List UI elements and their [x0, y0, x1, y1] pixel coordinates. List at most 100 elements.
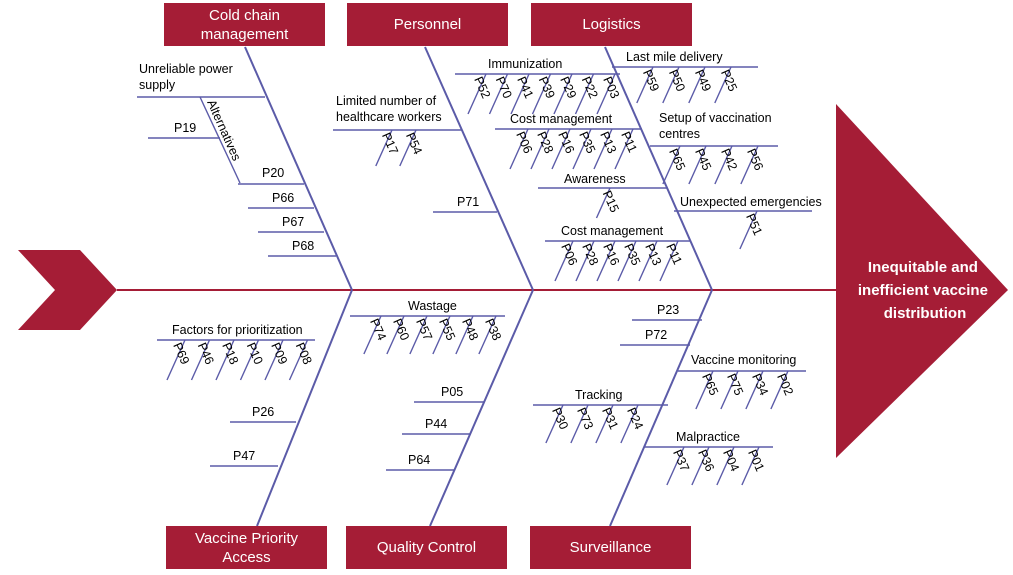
code-tick [545, 404, 564, 444]
code-p26: P26 [252, 405, 274, 419]
code-tick [574, 73, 595, 115]
label-setup-centres: Setup of vaccination centres [659, 111, 775, 141]
code-p20: P20 [262, 166, 284, 180]
code-label: P08 [293, 341, 315, 367]
category-logistics-label: Logistics [582, 16, 641, 33]
code-label: P10 [244, 341, 266, 367]
category-logistics: Logistics [531, 3, 692, 46]
code-label: P35 [621, 242, 643, 268]
group-awareness-codes: P15 [595, 187, 622, 219]
category-surveillance-label: Surveillance [569, 539, 652, 556]
tail-chevron [18, 250, 117, 330]
code-tick [688, 145, 707, 185]
code-tick [570, 404, 589, 444]
code-label: P18 [219, 341, 241, 367]
label-wastage: Wastage [408, 299, 457, 313]
code-label: P28 [534, 130, 556, 156]
label-factors-prioritization: Factors for prioritization [172, 323, 303, 337]
code-label: P11 [663, 242, 684, 267]
code-p19: P19 [174, 121, 196, 135]
code-tick [714, 145, 733, 185]
label-limited-workers: Limited number of healthcare workers [336, 94, 442, 124]
code-p44: P44 [425, 417, 447, 431]
code-tick [531, 73, 552, 115]
category-cold-chain-line-2: management [200, 25, 289, 43]
code-tick [720, 370, 739, 410]
category-vaccine-priority-line-2: Access [222, 548, 271, 566]
category-personnel: Personnel [347, 3, 508, 46]
code-label: P35 [576, 130, 598, 156]
code-label: P41 [514, 75, 536, 101]
code-tick [553, 73, 573, 115]
effect-head [836, 104, 1008, 458]
code-tick [530, 128, 550, 170]
label-malpractice: Malpractice [676, 430, 740, 444]
code-tick [239, 339, 260, 381]
label-unexpected-emergencies: Unexpected emergencies [680, 195, 822, 209]
code-tick [638, 240, 658, 282]
code-tick [432, 315, 451, 355]
bone-surveillance [609, 289, 713, 527]
code-tick [596, 240, 616, 282]
code-label: P11 [618, 130, 639, 155]
code-p64: P64 [408, 453, 430, 467]
label-cost-management-1: Cost management [510, 112, 613, 126]
code-tick [572, 128, 592, 170]
code-p72: P72 [645, 328, 667, 342]
code-label: P39 [536, 75, 558, 101]
code-tick [166, 339, 186, 381]
code-p23: P23 [657, 303, 679, 317]
code-tick [745, 370, 764, 410]
code-tick [593, 128, 613, 170]
bone-quality-control [429, 289, 534, 527]
code-p71: P71 [457, 195, 479, 209]
code-label: P28 [579, 242, 601, 268]
code-tick [190, 339, 211, 381]
code-label: P16 [600, 242, 622, 268]
label-cost-management-2: Cost management [561, 224, 664, 238]
code-label: P70 [493, 75, 515, 101]
effect-label: Inequitable and inefficient vaccine dist… [858, 259, 992, 322]
code-label: P29 [557, 75, 579, 101]
category-quality-control-label: Quality Control [376, 539, 477, 556]
code-tick [620, 404, 639, 444]
code-tick [399, 129, 417, 167]
code-tick [662, 145, 681, 185]
code-label: P15 [600, 189, 622, 215]
code-tick [386, 315, 405, 355]
code-label: P52 [471, 75, 493, 101]
category-vaccine-priority-line-1: Vaccine Priority [194, 529, 299, 547]
code-tick [714, 66, 732, 104]
label-last-mile: Last mile delivery [626, 50, 723, 64]
code-tick [716, 446, 735, 486]
code-p47: P47 [233, 449, 255, 463]
code-label: P06 [558, 242, 580, 268]
code-tick [288, 339, 309, 381]
code-tick [695, 370, 714, 410]
code-tick [666, 446, 685, 486]
code-label: P13 [642, 242, 664, 268]
code-tick [617, 240, 637, 282]
label-tracking: Tracking [575, 388, 623, 402]
code-tick [741, 446, 760, 486]
label-immunization: Immunization [488, 57, 562, 71]
label-vaccine-monitoring: Vaccine monitoring [691, 353, 796, 367]
code-p05: P05 [441, 385, 463, 399]
bone-cold-chain [244, 46, 353, 291]
code-tick [595, 404, 614, 444]
code-label: P09 [268, 341, 290, 367]
code-label: P06 [513, 130, 535, 156]
category-quality-control: Quality Control [346, 526, 507, 569]
code-tick [662, 66, 680, 104]
code-tick [595, 187, 611, 219]
bone-vaccine-priority [256, 289, 353, 527]
code-tick [509, 128, 529, 170]
